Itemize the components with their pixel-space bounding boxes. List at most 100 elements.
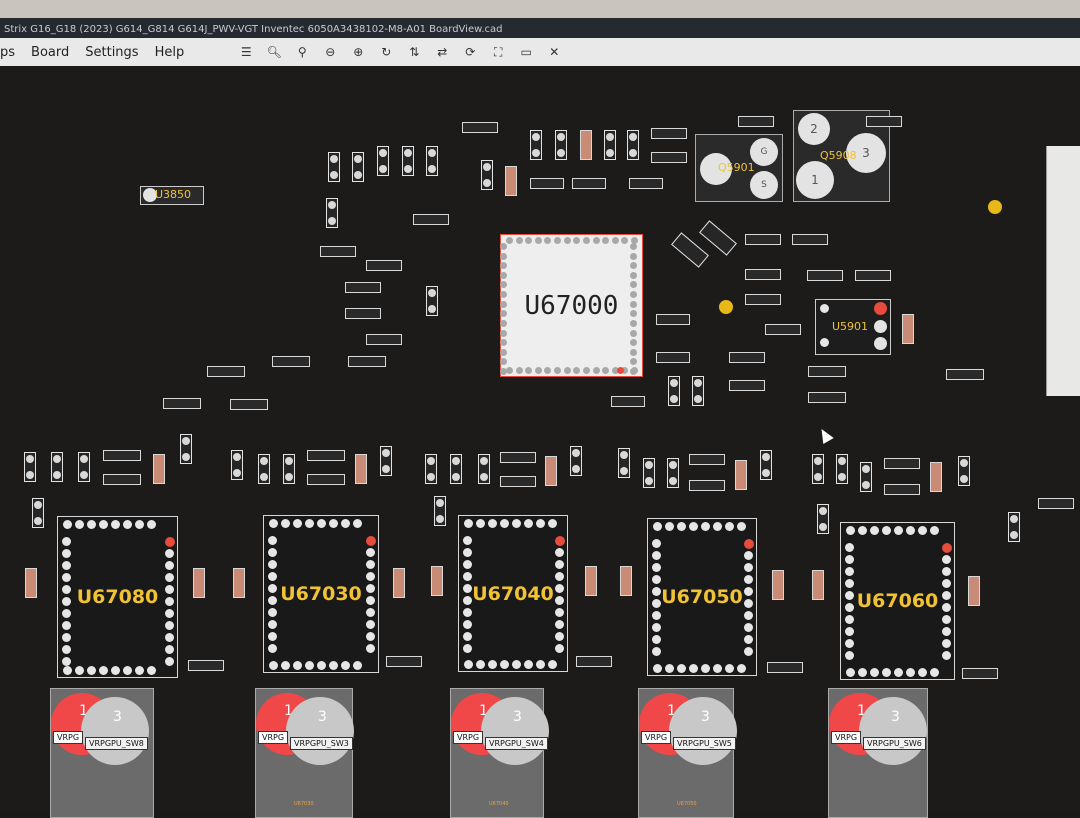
resistor[interactable] [426,146,438,176]
close-icon[interactable]: ✕ [549,45,560,59]
resistor[interactable] [692,376,704,406]
smd-part[interactable] [103,474,141,485]
smd-part[interactable] [656,352,690,363]
smd-part[interactable] [689,454,725,465]
smd-part[interactable] [745,234,781,245]
smd-part[interactable] [729,380,765,391]
test-point[interactable] [988,200,1002,214]
resistor[interactable] [643,458,655,488]
capacitor[interactable] [968,576,980,606]
resistor[interactable] [180,434,192,464]
smd-part[interactable] [765,324,801,335]
smd-part[interactable] [866,116,902,127]
smd-part[interactable] [103,450,141,461]
smd-part[interactable] [207,366,245,377]
smd-part[interactable] [651,128,687,139]
resistor[interactable] [481,160,493,190]
smd-part[interactable] [808,366,846,377]
capacitor[interactable] [735,460,747,490]
vrm-chip[interactable]: U67080 [57,516,178,678]
smd-part[interactable] [163,398,201,409]
resistor[interactable] [604,130,616,160]
smd-part[interactable] [307,450,345,461]
switch-node-pad[interactable]: 1 3 VRPG VRPGPU_SW6 [828,688,928,818]
resistor[interactable] [258,454,270,484]
menu-item-settings[interactable]: Settings [85,44,139,60]
resistor[interactable] [668,376,680,406]
capacitor[interactable] [355,454,367,484]
menu-item-board[interactable]: Board [31,44,70,60]
smd-part[interactable] [962,668,998,679]
smd-part[interactable] [348,356,386,367]
smd-part[interactable] [738,116,774,127]
smd-part[interactable] [272,356,310,367]
resistor[interactable] [426,286,438,316]
zoom-icon[interactable]: 🔍︎ [266,45,282,59]
capacitor[interactable] [812,570,824,600]
vrm-chip[interactable]: U67030 [263,515,379,673]
resistor[interactable] [836,454,848,484]
zoom-in-icon[interactable]: ⚲ [297,45,307,59]
resistor[interactable] [402,146,414,176]
smd-part[interactable] [572,178,606,189]
test-point[interactable] [719,300,733,314]
smd-part[interactable] [1038,498,1074,509]
smd-part[interactable] [611,396,645,407]
capacitor[interactable] [902,314,914,344]
zoom-out-minus-icon[interactable]: ⊖ [325,45,336,59]
smd-part[interactable] [745,294,781,305]
refresh-icon[interactable]: ⟳ [465,45,476,59]
switch-node-pad[interactable]: 1 3 VRPG VRPGPU_SW5 U67050 [638,688,737,818]
layers-icon[interactable]: ☰ [240,45,252,59]
flip-horizontal-icon[interactable]: ⇄ [437,45,448,59]
resistor[interactable] [78,452,90,482]
smd-part[interactable] [745,269,781,280]
smd-part[interactable] [729,352,765,363]
resistor[interactable] [425,454,437,484]
switch-node-pad[interactable]: 1 3 VRPG VRPGPU_SW8 [50,688,154,818]
resistor[interactable] [231,450,243,480]
resistor[interactable] [380,446,392,476]
resistor[interactable] [326,198,338,228]
smd-part[interactable] [413,214,449,225]
resistor[interactable] [328,152,340,182]
resistor[interactable] [530,130,542,160]
capacitor[interactable] [393,568,405,598]
resistor[interactable] [450,454,462,484]
resistor[interactable] [478,454,490,484]
smd-part[interactable] [530,178,564,189]
smd-part[interactable] [576,656,612,667]
board-canvas[interactable]: U67000 G S Q5901 2 3 1 Q5908 U5901 U3850… [0,66,1080,818]
smd-part[interactable] [500,476,536,487]
rotated-part[interactable] [699,220,737,256]
smd-part[interactable] [807,270,843,281]
switch-node-pad[interactable]: 1 3 VRPG VRPGPU_SW3 U67030 [255,688,354,818]
resistor[interactable] [51,452,63,482]
smd-part[interactable] [320,246,356,257]
zoom-in-plus-icon[interactable]: ⊕ [353,45,364,59]
menu-item-ps[interactable]: ps [0,44,16,60]
capacitor[interactable] [153,454,165,484]
smd-part[interactable] [792,234,828,245]
smd-part[interactable] [462,122,498,133]
smd-part[interactable] [366,260,402,271]
smd-part[interactable] [366,334,402,345]
menu-item-help[interactable]: Help [154,44,185,60]
smd-part[interactable] [884,458,920,469]
smd-part[interactable] [230,399,268,410]
smd-part[interactable] [656,314,690,325]
switch-node-pad[interactable]: 1 3 VRPG VRPGPU_SW4 U67040 [450,688,549,818]
resistor[interactable] [812,454,824,484]
resistor[interactable] [32,498,44,528]
resistor[interactable] [352,152,364,182]
capacitor[interactable] [772,570,784,600]
part-u3850[interactable]: U3850 [140,186,204,205]
resistor[interactable] [958,456,970,486]
smd-part[interactable] [946,369,984,380]
smd-part[interactable] [651,152,687,163]
smd-part[interactable] [629,178,663,189]
resistor[interactable] [570,446,582,476]
smd-part[interactable] [345,282,381,293]
resistor[interactable] [377,146,389,176]
capacitor[interactable] [193,568,205,598]
